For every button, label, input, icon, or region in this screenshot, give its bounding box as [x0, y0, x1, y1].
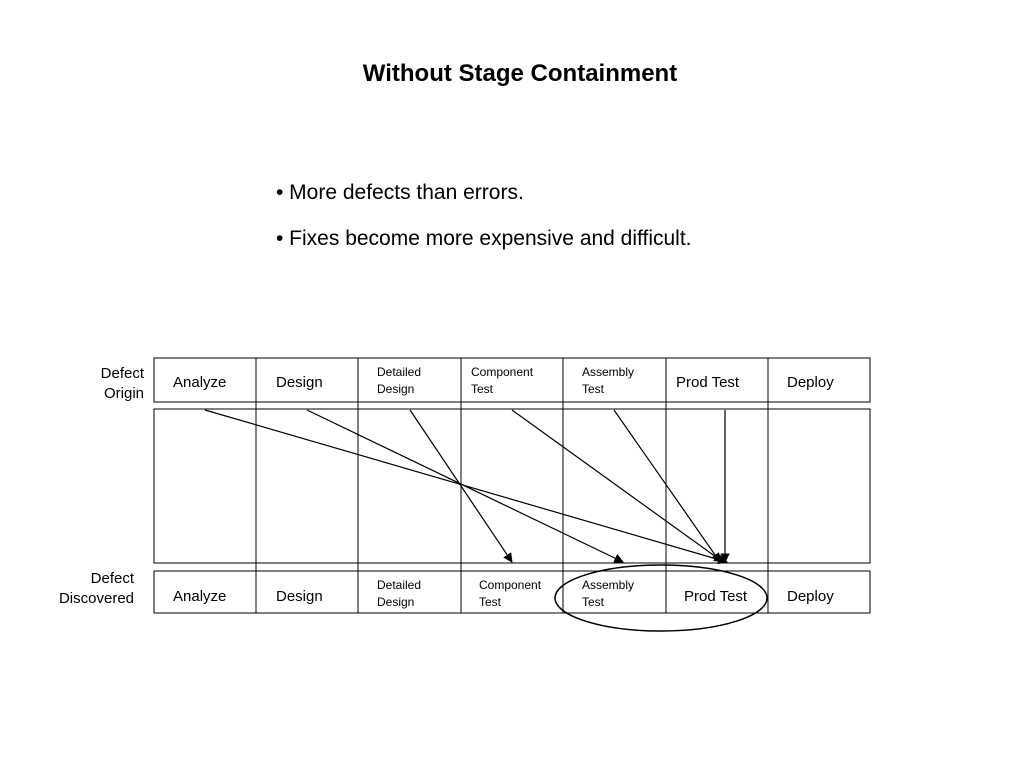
origin-stage-detailed-design-line1: Detailed [377, 365, 422, 379]
arrow-design-to-assembly-test [306, 409, 624, 563]
origin-stage-prod-test: Prod Test [676, 374, 740, 391]
arrow-assembly-test-to-prod-test [613, 409, 721, 563]
origin-stage-deploy: Deploy [787, 374, 834, 391]
arrow-component-test-to-prod-test [511, 409, 724, 563]
origin-stage-component-test-line2: Test [471, 382, 494, 396]
origin-stage-component-test: Component Test [471, 364, 533, 398]
bullet-more-defects: • More defects than errors. [276, 181, 524, 204]
highlight-ellipse [554, 564, 768, 632]
discovered-stage-component-test-line2: Test [479, 595, 502, 609]
slide-title: Without Stage Containment [362, 60, 678, 87]
discovered-stage-analyze: Analyze [173, 588, 227, 605]
origin-row-box [153, 357, 871, 403]
origin-stage-design: Design [276, 374, 323, 391]
bullet-fixes-expensive: • Fixes become more expensive and diffic… [276, 227, 692, 250]
origin-stage-assembly-test-line1: Assembly [582, 365, 635, 379]
label-defect-discovered-line2: Discovered [58, 590, 134, 607]
discovered-stage-prod-test: Prod Test [684, 588, 748, 605]
label-defect-origin-line2: Origin [103, 385, 144, 402]
defect-arrows [204, 409, 730, 565]
origin-stage-detailed-design: Detailed Design [377, 364, 421, 398]
discovered-row-box [153, 570, 871, 614]
discovered-stage-detailed-design-line1: Detailed [377, 578, 422, 592]
label-defect-origin-line1: Defect [100, 365, 144, 382]
origin-stage-assembly-test-line2: Test [582, 382, 605, 396]
discovered-stage-assembly-test-line1: Assembly [582, 578, 635, 592]
discovered-stage-assembly-test: Assembly Test [582, 577, 634, 611]
label-defect-origin: Defect Origin [60, 364, 144, 404]
discovered-stage-component-test-line1: Component [479, 578, 542, 592]
arrow-detailed-design-to-component-test [409, 409, 513, 563]
label-defect-discovered-line1: Defect [90, 570, 134, 587]
origin-stage-analyze: Analyze [173, 374, 227, 391]
discovered-stage-design: Design [276, 588, 323, 605]
middle-box [153, 408, 871, 564]
label-defect-discovered: Defect Discovered [40, 569, 134, 609]
origin-stage-component-test-line1: Component [471, 365, 534, 379]
discovered-stage-detailed-design-line2: Design [377, 595, 415, 609]
discovered-stage-assembly-test-line2: Test [582, 595, 605, 609]
origin-stage-assembly-test: Assembly Test [582, 364, 634, 398]
origin-stage-detailed-design-line2: Design [377, 382, 415, 396]
discovered-stage-detailed-design: Detailed Design [377, 577, 421, 611]
discovered-stage-component-test: Component Test [479, 577, 541, 611]
discovered-stage-deploy: Deploy [787, 588, 834, 605]
